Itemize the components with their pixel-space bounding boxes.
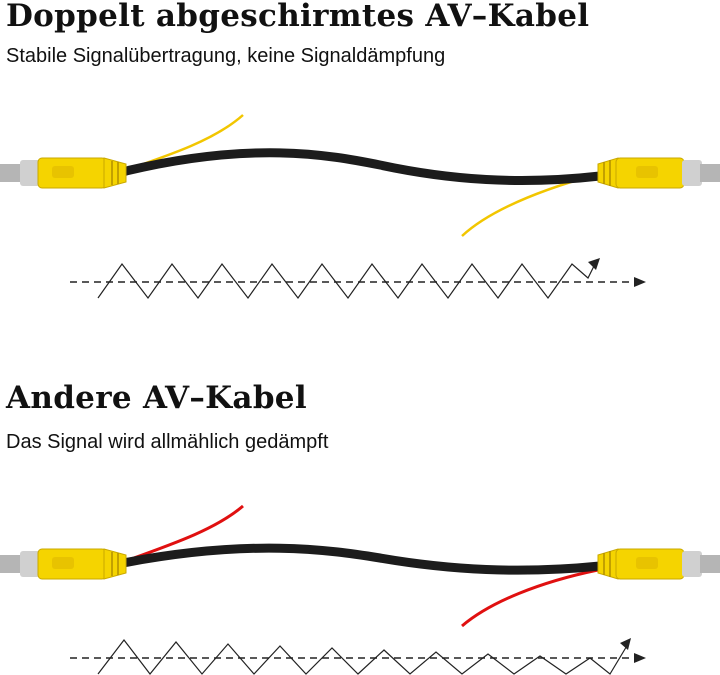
cable-body bbox=[113, 148, 605, 185]
unshielded-cable bbox=[0, 504, 720, 628]
signal-wave-attenuated bbox=[97, 639, 629, 675]
section-subtitle-shielded: Stabile Signalübertragung, keine Signald… bbox=[6, 45, 446, 67]
other-cable-illustration bbox=[0, 504, 720, 675]
rca-connector-right bbox=[597, 548, 720, 580]
signal-wave-stable bbox=[97, 261, 597, 300]
shielded-cable-illustration bbox=[0, 114, 720, 300]
inner-wire-right-red bbox=[461, 568, 599, 628]
rca-connector-right bbox=[597, 157, 720, 189]
axis-arrowhead bbox=[634, 653, 646, 663]
axis-arrowhead bbox=[634, 277, 646, 287]
rca-connector-left bbox=[0, 157, 127, 189]
wave-arrowhead bbox=[620, 638, 631, 650]
shielded-cable bbox=[0, 114, 720, 237]
rca-connector-left bbox=[0, 548, 127, 580]
section-title-shielded: Doppelt abgeschirmtes AV–Kabel bbox=[6, 0, 590, 34]
cable-body bbox=[113, 543, 605, 575]
section-subtitle-other: Das Signal wird allmählich gedämpft bbox=[6, 431, 329, 453]
section-title-other: Andere AV–Kabel bbox=[6, 380, 307, 416]
attenuated-signal-diagram bbox=[70, 638, 646, 675]
wave-arrowhead bbox=[588, 258, 600, 270]
stable-signal-diagram bbox=[70, 258, 646, 300]
